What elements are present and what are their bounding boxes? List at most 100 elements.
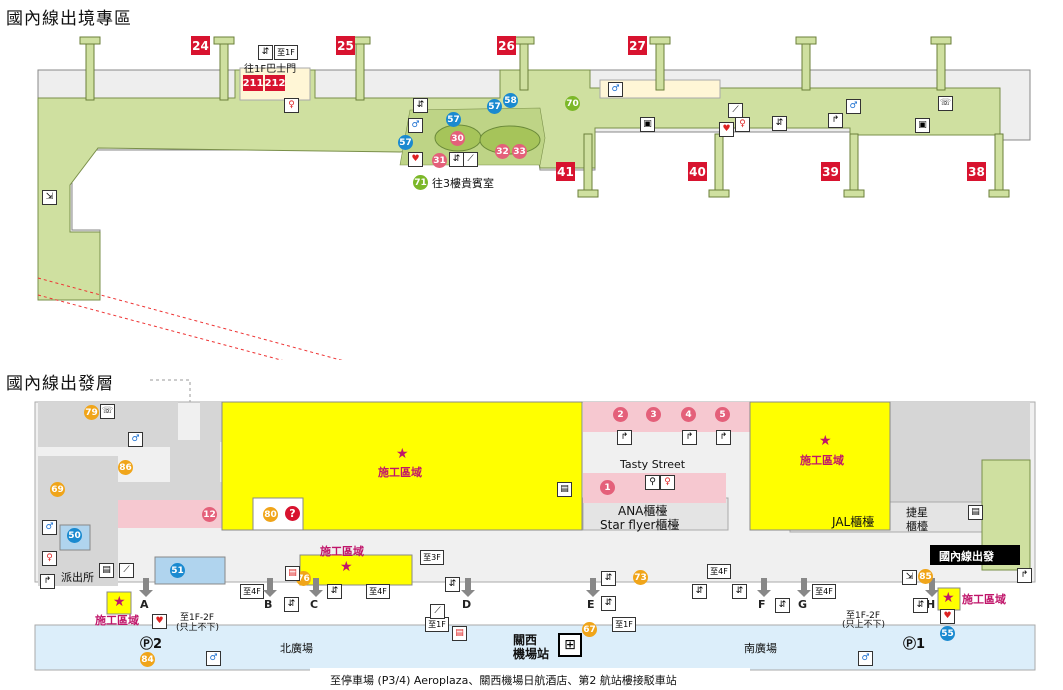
aed-icon: ♥: [408, 152, 423, 167]
domestic-departure-tag: 國內線出發: [939, 550, 994, 563]
construction-label-2: 施工區域: [800, 454, 844, 467]
stairs-icon: ⇵: [913, 598, 928, 613]
bus-gate-212: 212: [265, 75, 285, 91]
phone-icon: ☏: [938, 96, 953, 111]
entrance-d: D: [462, 598, 472, 611]
wheelchair-icon: ⇲: [902, 570, 917, 585]
shop-73: 73: [633, 570, 648, 585]
shop-86: 86: [118, 460, 133, 475]
entrance-h: H: [926, 598, 936, 611]
lounge-71: 71: [413, 175, 428, 190]
restroom-icon: ♂: [846, 99, 861, 114]
gate-40: 40: [688, 162, 707, 181]
parking-p1-label: Ⓟ1: [903, 637, 926, 652]
gate-24: 24: [191, 36, 210, 55]
gate-38: 38: [967, 162, 986, 181]
restroom-icon: ♀: [284, 98, 299, 113]
construction-label-3: 施工區域: [320, 545, 364, 558]
escalator-icon: ⟋: [119, 563, 134, 578]
stairs-icon: ⇵: [413, 98, 428, 113]
atm-icon: ▤: [557, 482, 572, 497]
construction-star-4: ★: [113, 594, 126, 610]
elevator-icon: ⇵: [449, 152, 464, 167]
restroom-icon: ♀: [42, 551, 57, 566]
fire-extinguisher-icon: ▤: [285, 566, 300, 581]
shop-80: 80: [263, 507, 278, 522]
shop-4: 4: [681, 407, 696, 422]
to4f-escalator-label: 至4F: [707, 564, 731, 579]
stairs-icon: ⇵: [601, 571, 616, 586]
to1f-escalator-label: 至1F: [425, 617, 449, 632]
parking-p2-label: Ⓟ2: [140, 637, 163, 652]
turn-icon: ↱: [716, 430, 731, 445]
shop-12: 12: [202, 507, 217, 522]
gate-41: 41: [556, 162, 575, 181]
shop-51: 51: [170, 563, 185, 578]
lounge-70: 70: [565, 96, 580, 111]
entrance-c: C: [310, 598, 319, 611]
stairs-icon: ⇵: [284, 597, 299, 612]
peach-counter-label-1: 捷星: [906, 506, 928, 519]
tasty-street-label: Tasty Street: [620, 458, 686, 471]
to1f-escalator-icon: 至1F: [274, 45, 298, 60]
gate-25: 25: [336, 36, 355, 55]
restroom-icon: ♂: [206, 651, 221, 666]
lower-section-title: 國內線出發層: [6, 374, 114, 394]
north-plaza-label: 北廣場: [280, 642, 313, 655]
turn-icon: ↱: [682, 430, 697, 445]
shop-33: 33: [512, 144, 527, 159]
gate-39: 39: [821, 162, 840, 181]
entrance-b: B: [264, 598, 273, 611]
entrance-arrow-c: [309, 578, 323, 597]
ana-counter-label: ANA櫃檯: [618, 504, 668, 518]
entrance-arrow-e: [586, 578, 600, 597]
to1f2f-label-b: 至1F-2F: [846, 611, 881, 621]
info-icon: ?: [285, 506, 300, 521]
stairs-icon: ⇵: [775, 598, 790, 613]
to4f-escalator-label: 至4F: [366, 584, 390, 599]
to1f-escalator-label: 至1F: [612, 617, 636, 632]
train-icon: ⊞: [558, 633, 582, 657]
escalator-icon: ⟋: [463, 152, 478, 167]
escalator-icon: ⟋: [430, 604, 445, 619]
shop-69: 69: [50, 482, 65, 497]
shop-1: 1: [600, 480, 615, 495]
shop-55: 55: [940, 626, 955, 641]
shop-32: 32: [495, 144, 510, 159]
aed-icon: ♥: [152, 614, 167, 629]
entrance-arrow-g: [797, 578, 811, 597]
smoking-icon: ▣: [915, 118, 930, 133]
entrance-arrow-a: [139, 578, 153, 597]
shop-57b: 57: [487, 99, 502, 114]
entrance-e: E: [587, 598, 595, 611]
to4f-escalator-label: 至4F: [240, 584, 264, 599]
wheelchair-icon: ⇲: [42, 190, 57, 205]
jr-station-label-1: 關西: [513, 633, 538, 647]
fire-extinguisher-icon: ▤: [452, 626, 467, 641]
restroom-icon: ♀: [660, 475, 675, 490]
shop-58: 58: [503, 93, 518, 108]
gate-27: 27: [628, 36, 647, 55]
footer-destination-label: 至停車場 (P3/4) Aeroplaza、關西機場日航酒店、第2 航站樓接駁車…: [330, 674, 677, 687]
parking-p2-number: 2: [153, 637, 163, 652]
construction-star-1: ★: [396, 446, 409, 462]
vip-lounge-label: 往3樓貴賓室: [432, 177, 494, 190]
bus-gate-label: 往1F巴士門: [244, 64, 297, 75]
elevator-icon: ⇵: [327, 584, 342, 599]
elevator-icon: ⇵: [692, 584, 707, 599]
gate-26: 26: [497, 36, 516, 55]
entrance-a: A: [140, 598, 149, 611]
to3f-escalator-label: 至3F: [420, 550, 444, 565]
turn-icon: ↱: [828, 113, 843, 128]
restroom-icon: ♂: [128, 432, 143, 447]
turn-icon: ↱: [1017, 568, 1032, 583]
construction-star-3: ★: [340, 559, 353, 575]
shop-31: 31: [432, 153, 447, 168]
aed-icon: ♥: [940, 609, 955, 624]
construction-star-2: ★: [819, 433, 832, 449]
south-plaza-label: 南廣場: [744, 642, 777, 655]
shop-30: 30: [450, 131, 465, 146]
elevator-icon: ⇵: [258, 45, 273, 60]
construction-label-5: 施工區域: [962, 593, 1006, 606]
